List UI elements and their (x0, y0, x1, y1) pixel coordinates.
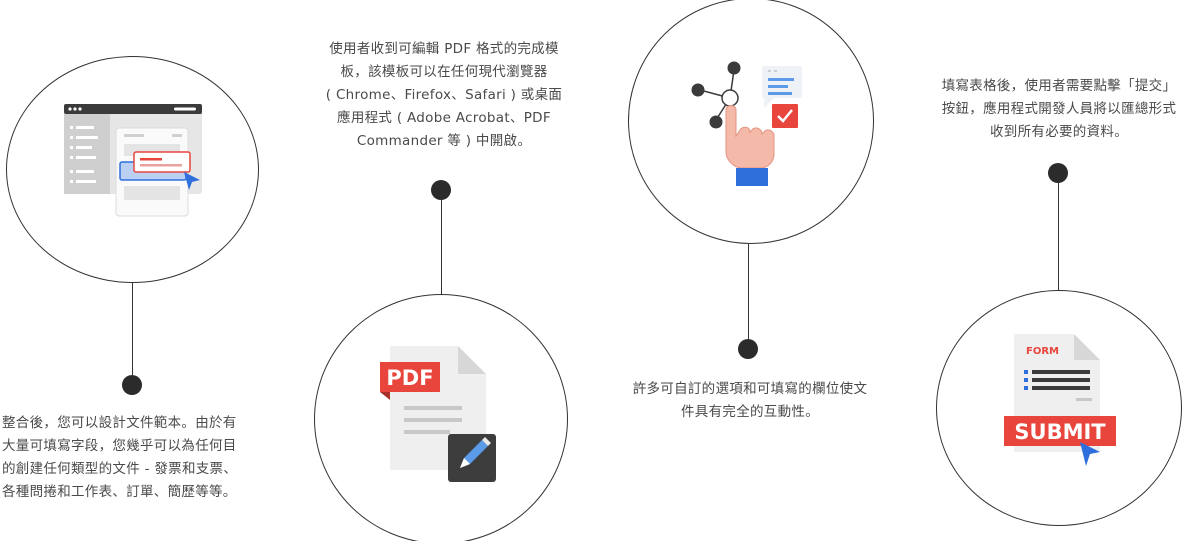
step-1-dot (122, 375, 142, 395)
step-2-dot (431, 180, 451, 200)
step-3-dot (738, 339, 758, 359)
step-4-description: 填寫表格後，使用者需要點擊「提交」 按鈕，應用程式開發人員將以匯總形式 收到所有… (941, 78, 1177, 140)
step-2-description: 使用者收到可編輯 PDF 格式的完成模 板，該模板可以在任何現代瀏覽器 ( Ch… (325, 41, 563, 149)
pdf-edit-icon: PDF (380, 346, 496, 482)
pdf-label: PDF (386, 366, 433, 390)
form-label: FORM (1026, 346, 1059, 357)
step-1-description: 整合後，您可以設計文件範本。由於有 大量可填寫字段，您幾乎可以為任何目 的創建任… (2, 415, 238, 500)
interactive-hand-icon (691, 61, 802, 186)
step-2-connector (441, 200, 442, 296)
step-4-dot (1048, 163, 1068, 183)
step-4-connector (1058, 183, 1059, 290)
step-3-description: 許多可自訂的選項和可填寫的欄位使文 件具有完全的互動性。 (632, 381, 868, 420)
submit-label: SUBMIT (1014, 420, 1106, 444)
template-editor-icon (64, 104, 202, 217)
step-3-connector (748, 244, 749, 339)
step-1-connector (132, 283, 133, 375)
step-3-circle (628, 0, 874, 244)
submit-form-icon: FORM SUBMIT (1004, 334, 1116, 466)
